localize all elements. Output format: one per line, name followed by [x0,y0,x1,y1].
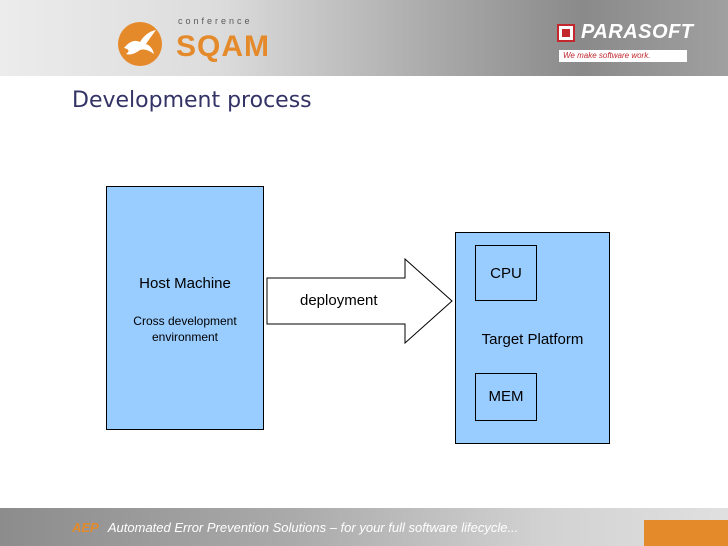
logo-sqam-text: SQAM [176,30,270,63]
footer-banner: AEP Automated Error Prevention Solutions… [0,508,728,546]
deployment-arrow [266,258,453,344]
parasoft-tagline: We make software work. [559,50,687,62]
mem-box: MEM [475,373,537,421]
parasoft-logo: PARASOFT We make software work. [557,20,717,62]
deployment-label: deployment [300,292,378,309]
footer-tagline: Automated Error Prevention Solutions – f… [107,520,519,535]
host-machine-box: Host Machine Cross development environme… [106,186,264,430]
target-platform-label: Target Platform [481,331,584,348]
footer-text: AEP Automated Error Prevention Solutions… [72,520,518,535]
mem-label: MEM [488,388,524,405]
target-platform-box: CPU Target Platform MEM [455,232,610,444]
cpu-box: CPU [475,245,537,301]
footer-aep-label: AEP [72,520,99,535]
parasoft-mark-icon [557,24,575,42]
host-machine-title: Host Machine [139,275,231,292]
slide-title: Development process [72,88,312,113]
header-banner: conference SQAM PARASOFT We make softwar… [0,0,728,76]
logo-conference-text: conference [178,16,253,26]
cpu-label: CPU [490,265,522,282]
host-machine-subtitle: Cross development environment [133,314,237,344]
footer-accent-bar [644,520,728,546]
sqam-conference-logo: conference SQAM [118,14,269,70]
swallow-bird-icon [118,22,162,66]
parasoft-name: PARASOFT [581,21,694,43]
